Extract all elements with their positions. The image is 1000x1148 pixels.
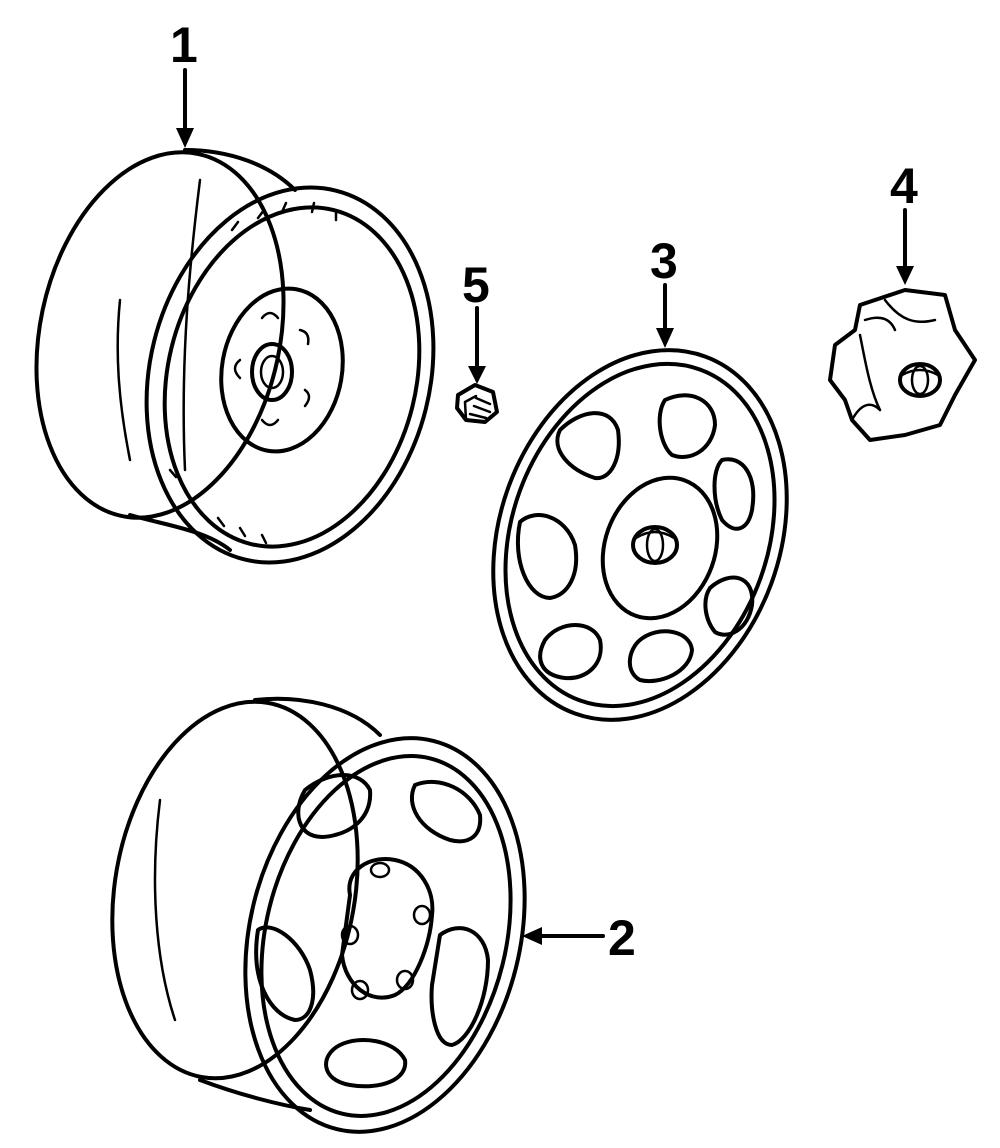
- wheel-cover-part-3[interactable]: [443, 309, 836, 762]
- callout-number-3: 3: [650, 233, 678, 289]
- callout-number-5: 5: [462, 257, 490, 313]
- center-cap-part-4[interactable]: [828, 288, 977, 442]
- lug-nut-part-5[interactable]: [455, 383, 499, 424]
- alloy-wheel-part-2[interactable]: [84, 682, 565, 1148]
- callout-arrows: [176, 68, 914, 945]
- callout-number-4: 4: [890, 158, 918, 214]
- steel-wheel-part-1[interactable]: [4, 129, 472, 593]
- callout-number-1: 1: [170, 17, 198, 73]
- callout-number-2: 2: [608, 910, 636, 966]
